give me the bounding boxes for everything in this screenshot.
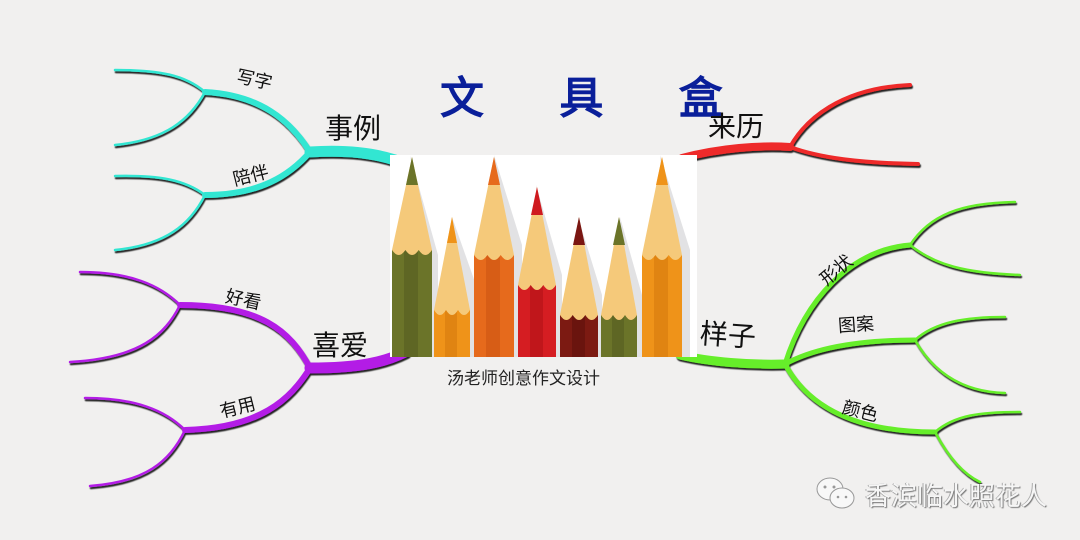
branch-xiai <box>68 270 411 488</box>
image-caption: 汤老师创意作文设计 <box>447 369 600 389</box>
central-image <box>390 155 697 357</box>
branch-label-shili: 事例 <box>325 112 382 145</box>
pencil-dark-red <box>560 217 598 357</box>
branch-label-xiai: 喜爱 <box>312 329 369 362</box>
branch-label-yangzi: 样子 <box>698 317 757 354</box>
mind-map-title: 文 具 盒 <box>440 73 753 124</box>
watermark-text: 香滨临水照花人 <box>865 481 1048 512</box>
colored-pencils-illustration <box>392 155 690 357</box>
branch-shili <box>113 68 401 252</box>
pencil-dark-orange <box>474 157 514 357</box>
watermark: 香滨临水照花人 <box>815 474 1047 514</box>
branch-yangzi <box>675 200 1022 484</box>
pencil-olive <box>392 157 432 357</box>
branch-label-laili: 来历 <box>708 110 765 143</box>
pencil-orange-tall <box>642 157 682 357</box>
wechat-icon <box>816 477 855 509</box>
pencil-orange <box>434 217 470 357</box>
pencil-red <box>518 187 556 357</box>
sub-label-tuan: 图案 <box>837 313 875 337</box>
pencil-olive-short <box>601 217 637 357</box>
